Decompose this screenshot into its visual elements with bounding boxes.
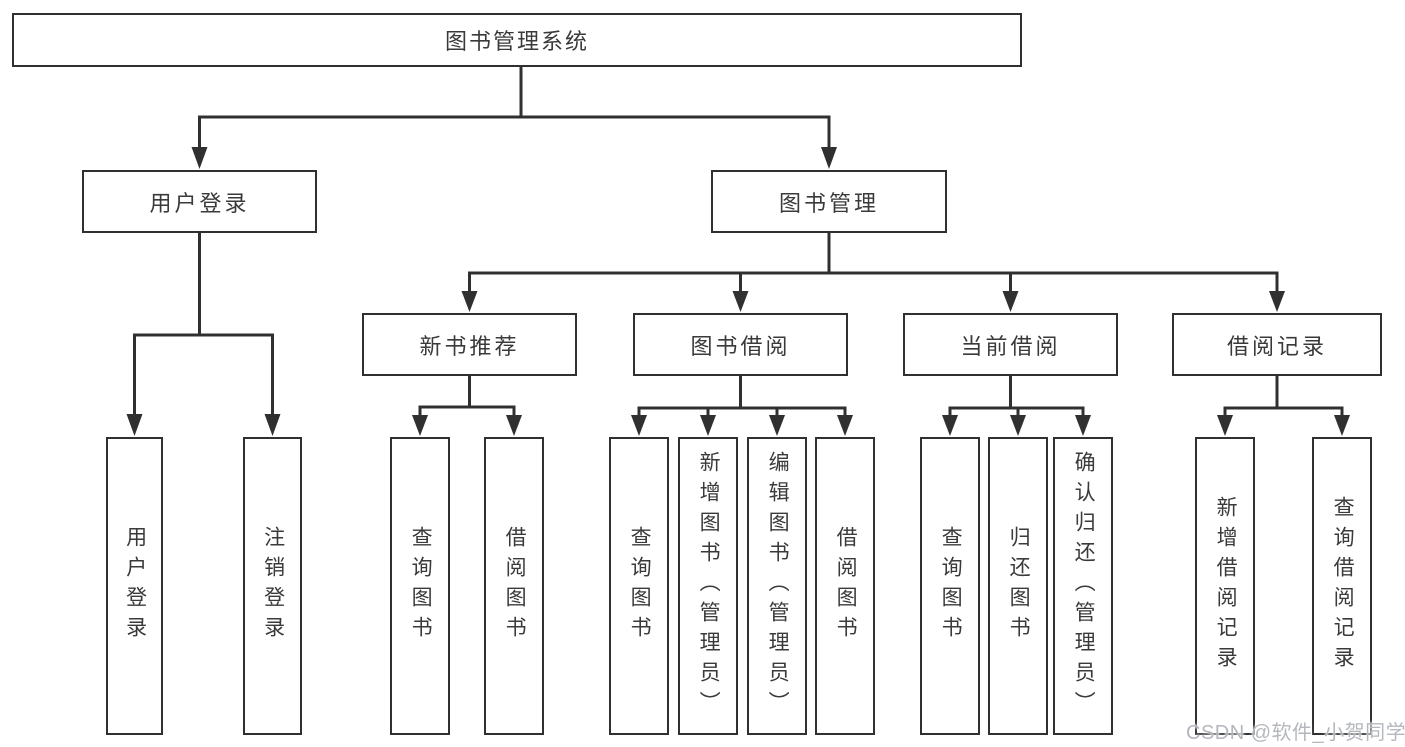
leaf-current-query-books: 查询图书: [920, 437, 980, 735]
node-borrow-records-label: 借阅记录: [1226, 333, 1327, 359]
node-new-book-recommend-label: 新书推荐: [419, 333, 520, 359]
leaf-add-borrow-record: 新增借阅记录: [1195, 437, 1255, 735]
node-borrow-records: 借阅记录: [1172, 313, 1382, 376]
connector-book-borrow-children: [631, 374, 853, 436]
leaf-confirm-return-admin-label: 确认归还（管理员）: [1072, 451, 1096, 721]
leaf-logout-label: 注销登录: [261, 526, 285, 646]
connector-book-management-sections: [461, 231, 1285, 312]
leaf-user-login: 用户登录: [106, 437, 163, 735]
leaf-confirm-return-admin: 确认归还（管理员）: [1053, 437, 1113, 735]
node-current-borrow: 当前借阅: [903, 313, 1118, 376]
leaf-user-login-label: 用户登录: [123, 526, 147, 646]
node-book-borrow: 图书借阅: [633, 313, 848, 376]
node-book-management: 图书管理: [711, 170, 947, 233]
node-root: 图书管理系统: [12, 13, 1022, 67]
node-root-label: 图书管理系统: [444, 29, 589, 54]
leaf-borrow-books-label: 借阅图书: [834, 526, 858, 646]
leaf-return-books-label: 归还图书: [1007, 526, 1031, 646]
connector-root-to-level2: [191, 65, 837, 169]
leaf-query-borrow-record: 查询借阅记录: [1312, 437, 1372, 735]
leaf-recommend-query-books-label: 查询图书: [409, 526, 433, 646]
leaf-add-books-admin: 新增图书（管理员）: [678, 437, 738, 735]
node-user-login: 用户登录: [82, 170, 317, 233]
node-current-borrow-label: 当前借阅: [960, 333, 1061, 359]
leaf-recommend-query-books: 查询图书: [390, 437, 450, 735]
watermark: CSDN @软件_小贺同学: [1186, 722, 1405, 744]
leaf-logout: 注销登录: [243, 437, 302, 735]
leaf-edit-books-admin: 编辑图书（管理员）: [747, 437, 807, 735]
leaf-edit-books-admin-label: 编辑图书（管理员）: [766, 451, 790, 721]
connector-current-borrow-children: [942, 374, 1091, 436]
leaf-return-books: 归还图书: [988, 437, 1048, 735]
leaf-add-borrow-record-label: 新增借阅记录: [1214, 496, 1238, 676]
connector-borrow-records-children: [1217, 374, 1350, 436]
connector-new-book-recommend-children: [412, 374, 522, 436]
leaf-query-borrow-record-label: 查询借阅记录: [1331, 496, 1355, 676]
leaf-add-books-admin-label: 新增图书（管理员）: [697, 451, 721, 721]
leaf-borrow-query-books: 查询图书: [609, 437, 669, 735]
node-book-borrow-label: 图书借阅: [690, 333, 791, 359]
connector-user-login-children: [126, 231, 281, 436]
node-book-management-label: 图书管理: [778, 190, 879, 216]
leaf-borrow-books: 借阅图书: [815, 437, 875, 735]
leaf-recommend-borrow-books-label: 借阅图书: [503, 526, 527, 646]
leaf-recommend-borrow-books: 借阅图书: [484, 437, 544, 735]
node-new-book-recommend: 新书推荐: [362, 313, 577, 376]
leaf-borrow-query-books-label: 查询图书: [628, 526, 652, 646]
leaf-current-query-books-label: 查询图书: [939, 526, 963, 646]
node-user-login-label: 用户登录: [149, 190, 250, 216]
